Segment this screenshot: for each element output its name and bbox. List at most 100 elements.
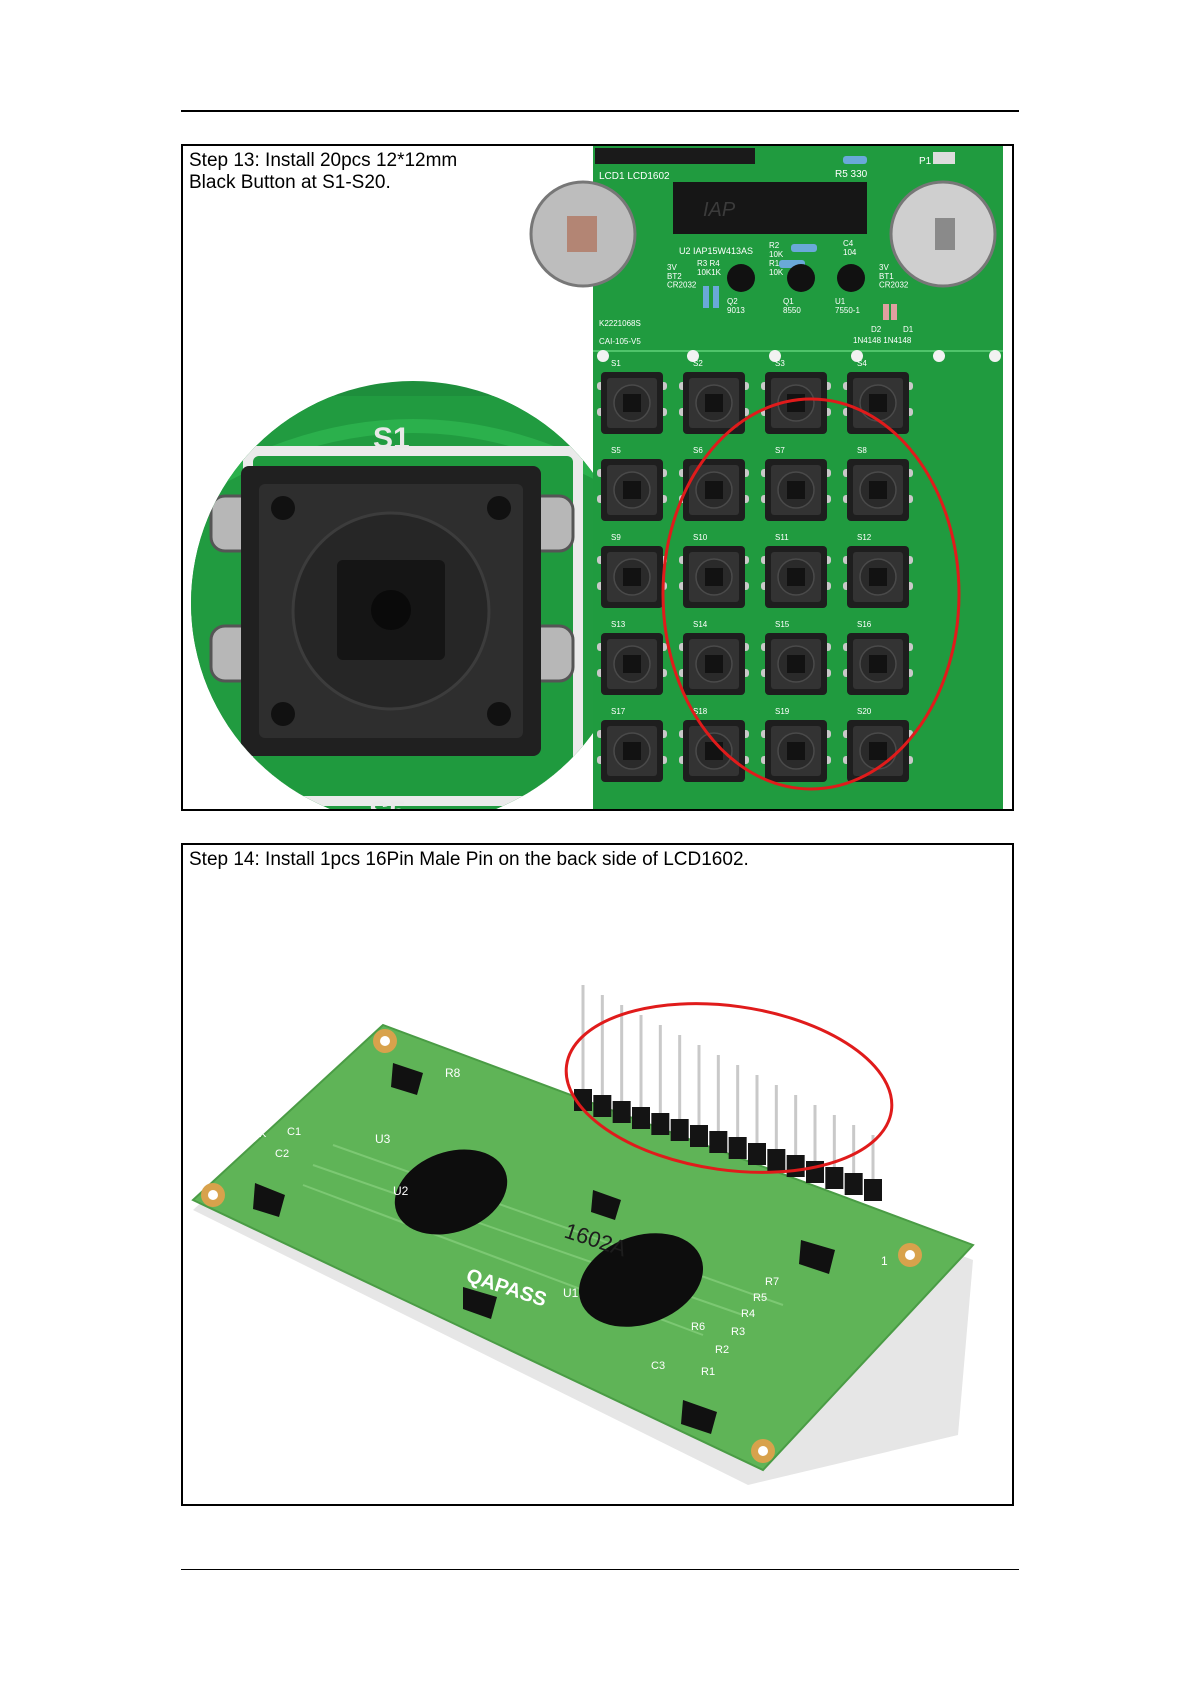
lcd-label-u3: U3 (375, 1132, 391, 1146)
tactile-button-s7: S7 (761, 446, 831, 521)
button-label: S11 (775, 533, 789, 542)
button-label: S15 (775, 620, 790, 629)
button-label: S3 (775, 359, 785, 368)
board-label-d1: D1 (903, 325, 914, 334)
button-label: S19 (775, 707, 790, 716)
tactile-button-s17: S17 (597, 707, 667, 782)
tactile-button-s1: S1 (597, 359, 667, 434)
lcd-label-r6: R6 (691, 1321, 705, 1333)
lcd-label-c2: C2 (275, 1148, 289, 1160)
board-label-model: CAI-105-V5 (599, 337, 641, 346)
zoom-label-s1: S1 (373, 422, 410, 455)
step14-figure: 1602A QAPASS R8 U2 U3 U1 C1 C2 C3 A K R6… (181, 843, 1014, 1506)
tactile-button-s2: S2 (679, 359, 749, 434)
button-label: S16 (857, 620, 872, 629)
tactile-button-s6: S6 (679, 446, 749, 521)
lcd-label-u2: U2 (393, 1184, 409, 1198)
button-label: S6 (693, 446, 703, 455)
board-label-u2: U2 IAP15W413AS (679, 246, 753, 256)
step14-illustration: 1602A QAPASS R8 U2 U3 U1 C1 C2 C3 A K R6… (191, 985, 975, 1485)
button-label: S18 (693, 707, 708, 716)
button-label: S10 (693, 533, 708, 542)
tactile-button-s20: S20 (843, 707, 913, 782)
button-label: S12 (857, 533, 872, 542)
lcd-label-r5: R5 (753, 1292, 767, 1304)
step14-caption: Step 14: Install 1pcs 16Pin Male Pin on … (189, 849, 749, 870)
board-label-r5: R5 330 (835, 169, 868, 180)
board-label-lcd: LCD1 LCD1602 (599, 171, 670, 182)
lcd-label-r7: R7 (765, 1276, 779, 1288)
lcd-label-c1: C1 (287, 1126, 301, 1138)
button-label: S20 (857, 707, 872, 716)
button-label: S7 (775, 446, 785, 455)
pcb-board: LCD1 LCD1602 R5 330 P1 IAP U2 IAP15W413A… (529, 146, 1003, 809)
header-block (593, 1095, 612, 1117)
header-block (670, 1119, 689, 1141)
zoom-label-s5: S5 (369, 796, 406, 809)
step13-caption: Step 13: Install 20pcs 12*12mm Black But… (189, 150, 458, 193)
footer-rule (181, 1569, 1019, 1570)
header-block (651, 1113, 670, 1135)
tactile-button-s14: S14 (679, 620, 749, 695)
button-label: S14 (693, 620, 708, 629)
header-block (709, 1131, 728, 1153)
board-label-d2: D2 (871, 325, 882, 334)
header-block (767, 1149, 786, 1171)
lcd-label-r2: R2 (715, 1344, 729, 1356)
header-block (748, 1143, 766, 1165)
zoom-circle: S1 S5 (191, 381, 635, 809)
lcd-label-pin1: 1 (881, 1254, 888, 1268)
tactile-button-s5: S5 (597, 446, 667, 521)
button-label: S8 (857, 446, 867, 455)
button-label: S2 (693, 359, 703, 368)
tactile-button-s9: S9 (597, 533, 667, 608)
header-rule (181, 110, 1019, 112)
lcd-label-k: K (259, 1128, 267, 1140)
tactile-button-s18: S18 (679, 707, 749, 782)
button-label: S4 (857, 359, 867, 368)
button-label: S9 (611, 533, 621, 542)
header-block (786, 1155, 805, 1177)
board-label-p1: P1 (919, 156, 932, 167)
board-label-diodes: 1N4148 1N4148 (853, 336, 912, 345)
lcd-label-r8: R8 (445, 1066, 461, 1080)
header-block (844, 1173, 863, 1195)
header-block (864, 1179, 882, 1201)
lcd-label-c3: C3 (651, 1360, 665, 1372)
lcd-label-r3: R3 (731, 1326, 745, 1338)
lcd-label-r1: R1 (701, 1366, 715, 1378)
tactile-button-s16: S16 (843, 620, 913, 695)
lcd-board: 1602A QAPASS R8 U2 U3 U1 C1 C2 C3 A K R6… (191, 985, 975, 1485)
header-block (728, 1137, 747, 1159)
pin-highlight-ellipse (564, 1002, 894, 1174)
tactile-button-s3: S3 (761, 359, 831, 434)
highlight-ellipse (661, 397, 961, 791)
step13-illustration: S1 S5 LCD1 LCD1602 R5 330 P1 IAP U2 IAP1… (191, 146, 1003, 809)
tactile-button-s15: S15 (761, 620, 831, 695)
button-label: S1 (611, 359, 621, 368)
header-block (632, 1107, 650, 1129)
pin-header (574, 985, 882, 1201)
lcd-label-u1: U1 (563, 1286, 579, 1300)
tactile-button-s19: S19 (761, 707, 831, 782)
tactile-button-s8: S8 (843, 446, 913, 521)
header-block (825, 1167, 844, 1189)
lcd-label-r4: R4 (741, 1308, 755, 1320)
header-block (690, 1125, 708, 1147)
tactile-button-s12: S12 (843, 533, 913, 608)
button-label: S17 (611, 707, 626, 716)
tactile-button-s10: S10 (679, 533, 749, 608)
tactile-button-s13: S13 (597, 620, 667, 695)
button-label: S5 (611, 446, 621, 455)
lcd-label-a: A (307, 1070, 315, 1082)
